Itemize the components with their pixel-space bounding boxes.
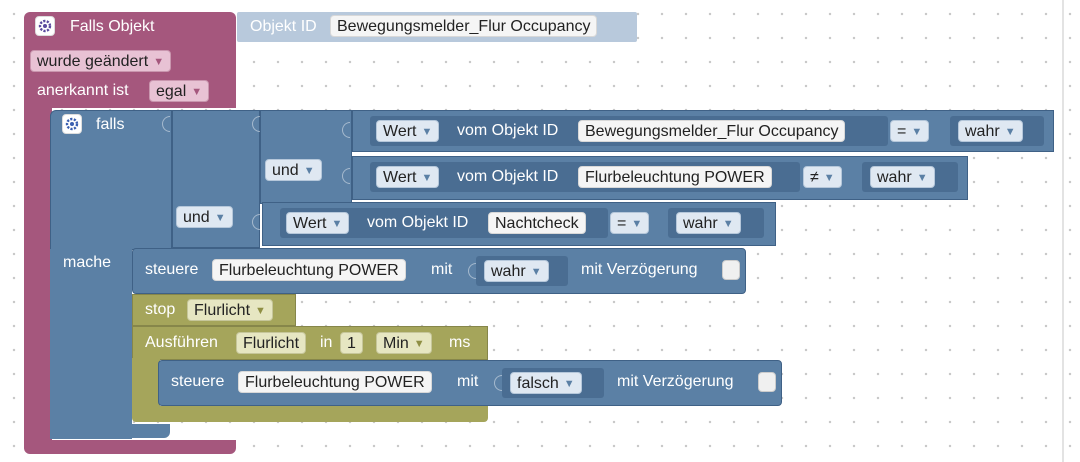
cond3-object-field[interactable]: Nachtcheck (488, 212, 586, 234)
dropdown-arrow-icon: ▼ (563, 378, 575, 390)
object-id-label: Objekt ID (250, 18, 317, 35)
if-block-bottom (50, 424, 170, 438)
dropdown-arrow-icon: ▼ (823, 172, 835, 184)
run-label: Ausführen (145, 334, 218, 351)
dropdown-arrow-icon: ▼ (421, 172, 433, 184)
run-unit-dropdown[interactable]: Min▼ (376, 332, 432, 354)
ack-dropdown[interactable]: egal▼ (149, 80, 210, 102)
dropdown-arrow-icon: ▼ (303, 165, 315, 177)
cond2-op-dropdown[interactable]: ≠▼ (803, 166, 842, 188)
set1-with-label: mit (431, 261, 453, 278)
cond3-value-dropdown[interactable]: wahr▼ (676, 212, 741, 234)
set1-label: steuere (145, 261, 199, 278)
timeout-block-bottom (132, 406, 488, 422)
cond1-of-label: vom Objekt ID (457, 122, 559, 139)
timeout-block-body (132, 358, 160, 410)
cond2-object-field[interactable]: Flurbeleuchtung POWER (578, 166, 772, 188)
run-timer-field[interactable]: Flurlicht (236, 332, 307, 354)
cond2-value-dropdown[interactable]: wahr▼ (870, 166, 935, 188)
set2-delay-checkbox[interactable] (758, 372, 776, 392)
gear-icon[interactable] (35, 16, 55, 36)
set1-delay-label: mit Verzögerung (581, 261, 698, 278)
cond2-of-label: vom Objekt ID (457, 168, 559, 185)
set2-with-label: mit (457, 373, 479, 390)
dropdown-arrow-icon: ▼ (153, 56, 165, 68)
stop-label: stop (145, 301, 176, 318)
set1-object-field[interactable]: Flurbeleuchtung POWER (212, 259, 406, 281)
cond1-prop-dropdown[interactable]: Wert▼ (376, 120, 440, 142)
and-inner-dropdown[interactable]: und▼ (265, 159, 322, 181)
set1-value-dropdown[interactable]: wahr▼ (484, 260, 549, 282)
run-in-label: in (320, 334, 333, 351)
dropdown-arrow-icon: ▼ (413, 338, 425, 350)
trigger-block-body (24, 100, 52, 448)
cond1-object-field[interactable]: Bewegungsmelder_Flur Occupancy (578, 120, 846, 142)
and-inner-block[interactable] (260, 110, 352, 204)
workspace-scrollbar[interactable] (1062, 0, 1064, 462)
cond3-of-label: vom Objekt ID (367, 214, 469, 231)
run-amount-field[interactable]: 1 (340, 332, 363, 354)
set2-label: steuere (171, 373, 225, 390)
ack-label: anerkannt ist (37, 82, 129, 99)
dropdown-arrow-icon: ▼ (722, 218, 734, 230)
do-label: mache (63, 254, 112, 271)
if-title: falls (96, 116, 125, 133)
set1-delay-checkbox[interactable] (722, 260, 740, 280)
object-id-field[interactable]: Bewegungsmelder_Flur Occupancy (330, 15, 598, 37)
dropdown-arrow-icon: ▼ (331, 218, 343, 230)
if-block-body (50, 249, 132, 439)
dropdown-arrow-icon: ▼ (255, 305, 266, 317)
set2-object-field[interactable]: Flurbeleuchtung POWER (238, 371, 432, 393)
cond3-op-dropdown[interactable]: =▼ (610, 212, 650, 234)
dropdown-arrow-icon: ▼ (1004, 126, 1016, 138)
and-outer-dropdown[interactable]: und▼ (176, 206, 233, 228)
dropdown-arrow-icon: ▼ (214, 212, 226, 224)
trigger-title: Falls Objekt (70, 18, 155, 35)
cond1-value-dropdown[interactable]: wahr▼ (958, 120, 1023, 142)
set2-value-dropdown[interactable]: falsch▼ (510, 372, 582, 394)
cond3-prop-dropdown[interactable]: Wert▼ (286, 212, 350, 234)
gear-icon[interactable] (62, 114, 82, 134)
dropdown-arrow-icon: ▼ (530, 266, 542, 278)
set2-delay-label: mit Verzögerung (617, 373, 734, 390)
dropdown-arrow-icon: ▼ (631, 218, 643, 230)
cond1-op-dropdown[interactable]: =▼ (890, 120, 930, 142)
run-ms-label: ms (449, 334, 471, 351)
trigger-block-bottom (24, 440, 236, 454)
changed-dropdown[interactable]: wurde geändert▼ (30, 50, 172, 72)
dropdown-arrow-icon: ▼ (191, 86, 203, 98)
stop-timer-dropdown[interactable]: Flurlicht▼ (187, 299, 273, 321)
dropdown-arrow-icon: ▼ (916, 172, 928, 184)
cond2-prop-dropdown[interactable]: Wert▼ (376, 166, 440, 188)
dropdown-arrow-icon: ▼ (911, 126, 923, 138)
dropdown-arrow-icon: ▼ (421, 126, 433, 138)
